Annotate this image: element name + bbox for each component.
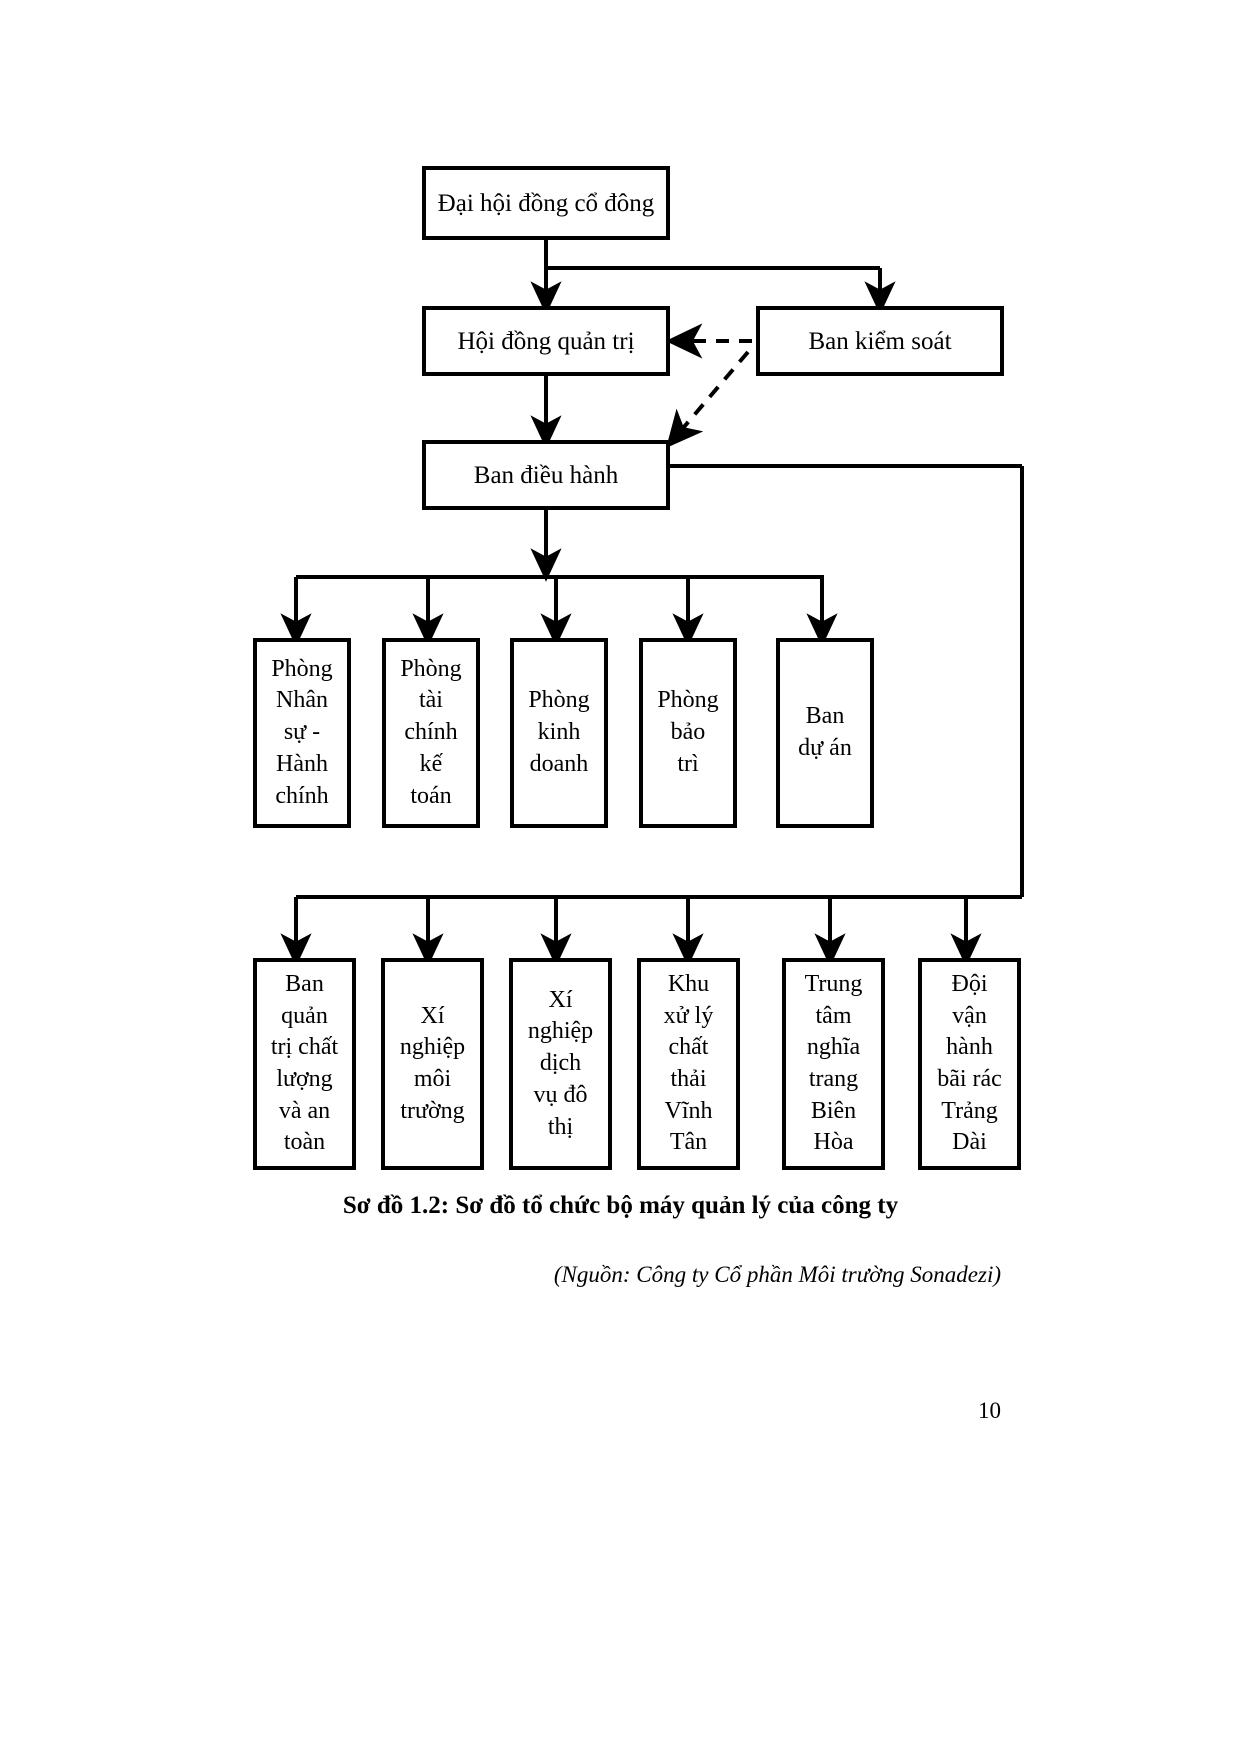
node-label: Phòng kinh doanh bbox=[528, 687, 590, 777]
node-label: Đại hội đồng cổ đông bbox=[437, 189, 655, 217]
node-label: Xí nghiệp môi trường bbox=[399, 1002, 466, 1124]
node-dai-hoi-dong-co-dong[interactable]: Đại hội đồng cổ đông bbox=[422, 166, 670, 240]
node-label: Khu xử lý chất thải Vĩnh Tân bbox=[663, 970, 714, 1156]
node-ban-kiem-soat[interactable]: Ban kiểm soát bbox=[756, 306, 1004, 376]
node-phong-bao-tri[interactable]: Phòng bảo trì bbox=[639, 638, 737, 828]
node-label: Ban dự án bbox=[798, 703, 852, 761]
node-phong-nhan-su-hanh-chinh[interactable]: Phòng Nhân sự - Hành chính bbox=[253, 638, 351, 828]
node-khu-xu-ly-chat-thai-vinh-tan[interactable]: Khu xử lý chất thải Vĩnh Tân bbox=[637, 958, 740, 1170]
node-label: Hội đồng quản trị bbox=[457, 327, 635, 355]
edge-n3-n4-dashed bbox=[666, 350, 750, 448]
node-ban-du-an[interactable]: Ban dự án bbox=[776, 638, 874, 828]
node-xi-nghiep-dich-vu-do-thi[interactable]: Xí nghiệp dịch vụ đô thị bbox=[509, 958, 612, 1170]
page-number: 10 bbox=[978, 1398, 1001, 1423]
figure-source: (Nguồn: Công ty Cổ phần Môi trường Sonad… bbox=[553, 1262, 1001, 1287]
node-doi-van-hanh-bai-rac-trang-dai[interactable]: Đội vận hành bãi rác Trảng Dài bbox=[918, 958, 1021, 1170]
node-phong-tai-chinh-ke-toan[interactable]: Phòng tài chính kế toán bbox=[382, 638, 480, 828]
node-label: Đội vận hành bãi rác Trảng Dài bbox=[937, 970, 1002, 1156]
node-label: Ban kiểm soát bbox=[808, 327, 952, 355]
node-label: Ban điều hành bbox=[473, 461, 619, 489]
figure-caption: Sơ đồ 1.2: Sơ đồ tổ chức bộ máy quản lý … bbox=[342, 1192, 899, 1219]
node-label: Trung tâm nghĩa trang Biên Hòa bbox=[804, 970, 863, 1156]
node-label: Phòng bảo trì bbox=[657, 687, 719, 777]
node-ban-dieu-hanh[interactable]: Ban điều hành bbox=[422, 440, 670, 510]
node-phong-kinh-doanh[interactable]: Phòng kinh doanh bbox=[510, 638, 608, 828]
node-label: Xí nghiệp dịch vụ đô thị bbox=[527, 986, 594, 1140]
node-xi-nghiep-moi-truong[interactable]: Xí nghiệp môi trường bbox=[381, 958, 484, 1170]
node-label: Phòng tài chính kế toán bbox=[400, 655, 462, 809]
node-label: Ban quản trị chất lượng và an toàn bbox=[270, 970, 339, 1156]
node-ban-quan-tri-chat-luong-va-an-toan[interactable]: Ban quản trị chất lượng và an toàn bbox=[253, 958, 356, 1170]
node-label: Phòng Nhân sự - Hành chính bbox=[271, 655, 333, 809]
node-hoi-dong-quan-tri[interactable]: Hội đồng quản trị bbox=[422, 306, 670, 376]
node-trung-tam-nghia-trang-bien-hoa[interactable]: Trung tâm nghĩa trang Biên Hòa bbox=[782, 958, 885, 1170]
